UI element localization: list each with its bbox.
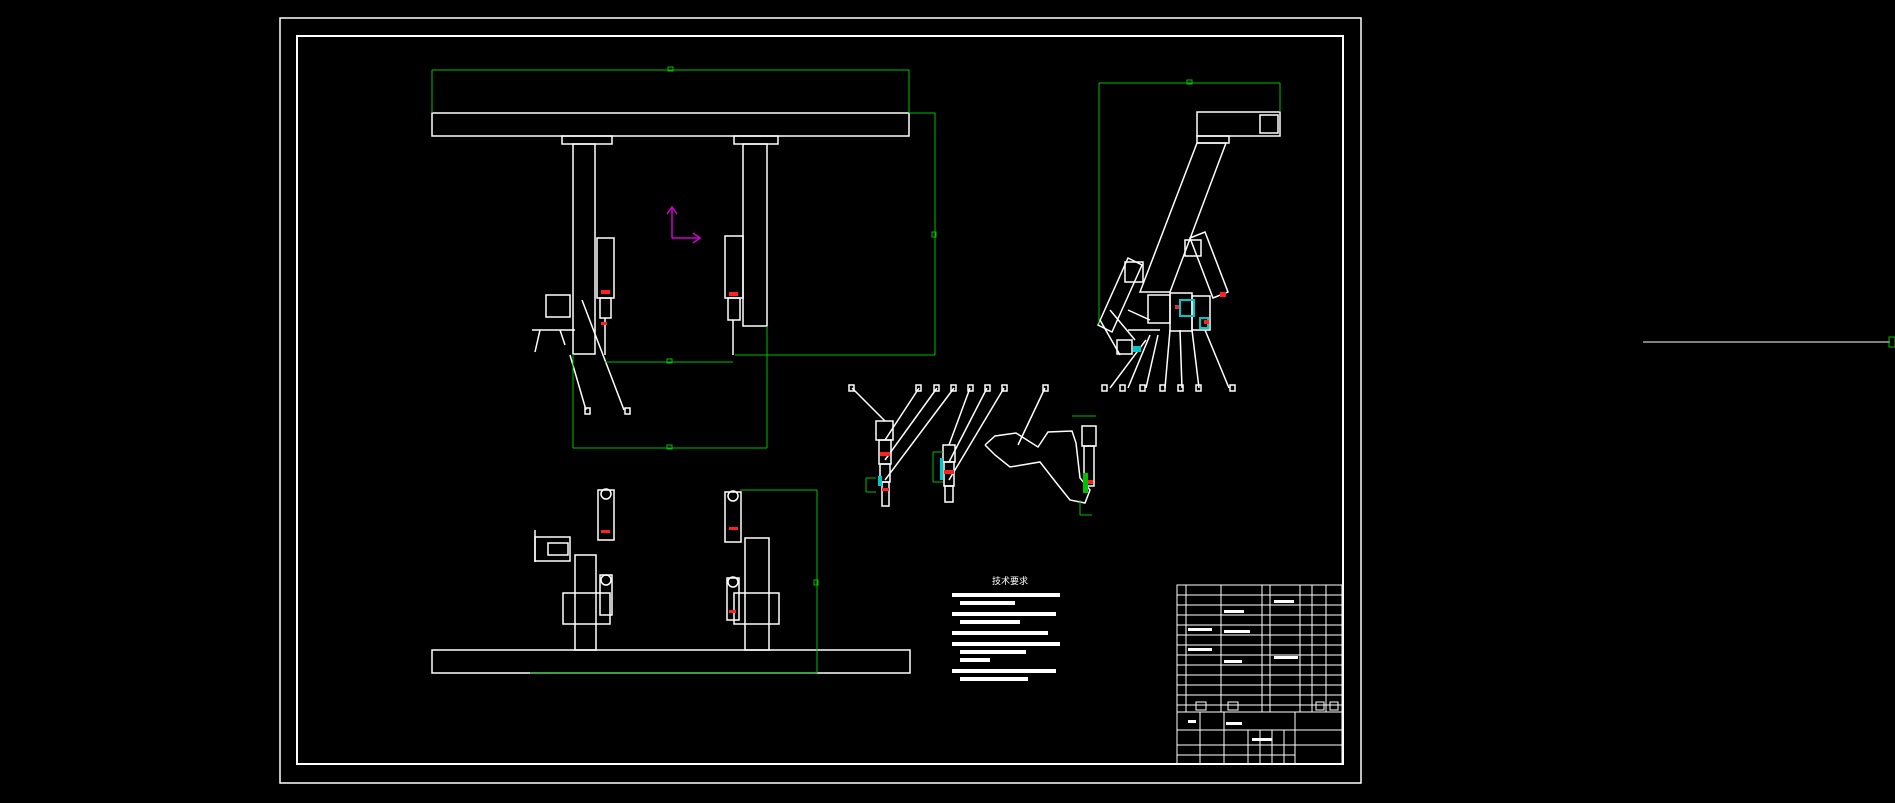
technical-notes-title: 技术要求 [992, 575, 1028, 587]
title-block-text [1188, 600, 1298, 741]
detail-view-1 [848, 384, 957, 507]
title-block [1176, 584, 1343, 765]
detail-view-2-markers [932, 451, 954, 483]
detail-view-3-markers [1072, 415, 1096, 516]
front-view-dimensions [431, 66, 937, 450]
side-view-dimensions [1098, 79, 1281, 325]
front-view-markers [601, 290, 738, 325]
technical-notes-lines [952, 593, 1060, 681]
top-view-dimensions [530, 489, 819, 674]
ucs-axis-icon [666, 205, 702, 244]
top-view-markers [601, 527, 738, 613]
technical-notes: 技术要求 [952, 575, 1060, 681]
reference-line [1643, 336, 1895, 348]
front-view [431, 112, 910, 415]
side-view-highlights [1133, 292, 1226, 352]
detail-view-1-markers [865, 452, 890, 493]
sheet-border [279, 17, 1362, 784]
